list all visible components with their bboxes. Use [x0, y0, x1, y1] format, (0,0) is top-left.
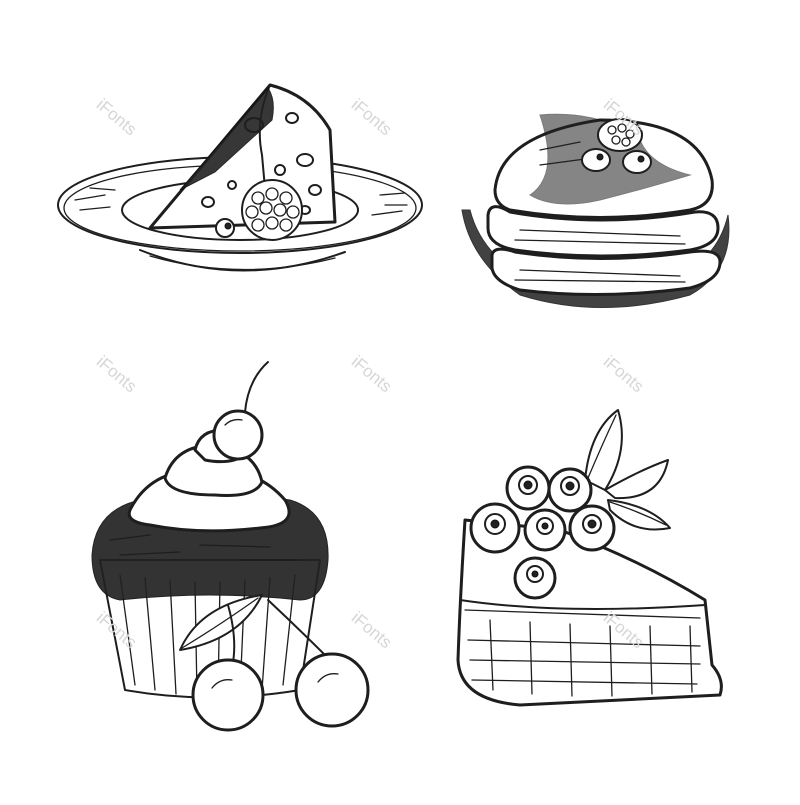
- cherry-cupcake: [91, 361, 370, 732]
- pancake-stack-with-berries: [461, 113, 730, 308]
- berry-cake-slice: [456, 409, 723, 707]
- cheesecake-slice-on-plate: [57, 83, 423, 272]
